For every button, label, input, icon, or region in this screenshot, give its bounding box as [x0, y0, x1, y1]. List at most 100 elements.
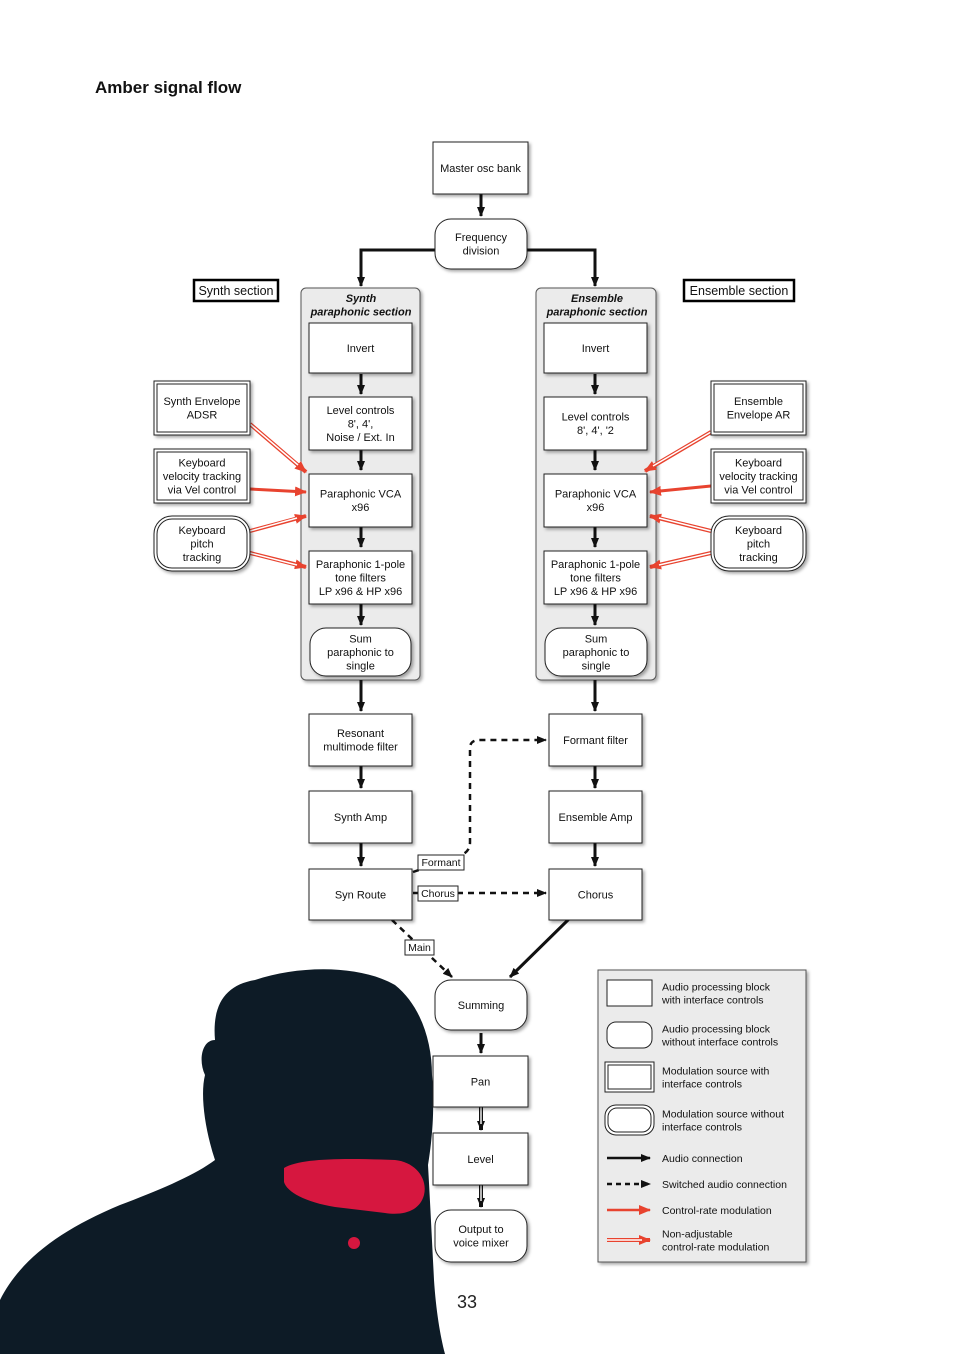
edge-chorus-summing: [508, 917, 571, 979]
legend-text: Control-rate modulation: [662, 1205, 772, 1217]
route-label-chorus: Chorus: [417, 885, 459, 902]
node-ens-sum-line: Sum: [585, 633, 608, 645]
ens-para-title: Ensemble paraphonic section: [546, 293, 648, 318]
ens-para-title-line: paraphonic section: [546, 307, 648, 319]
node-synth-invert: Invert: [308, 322, 413, 374]
node-synth-filter-line: LP x96 & HP x96: [319, 586, 402, 598]
node-summing-line: Summing: [458, 1000, 504, 1012]
node-synth-filter-line: tone filters: [335, 572, 386, 584]
node-synth-level-line: Noise / Ext. In: [326, 432, 394, 444]
node-ens-pitch-line: tracking: [739, 552, 778, 564]
edge-freq-synth: [357, 248, 435, 287]
node-ens-filter-line: Paraphonic 1-pole: [551, 559, 640, 571]
node-ens-filter-line: tone filters: [570, 572, 621, 584]
node-synth-amp: Synth Amp: [308, 790, 413, 844]
node-pan-line: Pan: [471, 1076, 491, 1088]
node-ens-vca-line: Paraphonic VCA: [555, 489, 637, 501]
node-resonant-line: Resonant: [337, 728, 384, 740]
node-synth-vca-line: x96: [352, 502, 370, 514]
node-synth-sum-line: paraphonic to: [327, 647, 394, 659]
node-ens-env-line: Envelope AR: [727, 410, 791, 422]
legend-text: Modulation source with: [662, 1066, 770, 1078]
person-silhouette: [0, 969, 445, 1354]
edge-freq-ensemble: [527, 248, 599, 287]
mod-synth-vel-vca: [249, 486, 307, 497]
page-number: 33: [457, 1292, 478, 1312]
audio-connections: [357, 194, 599, 1208]
modulation-connections: [248, 422, 713, 570]
node-output: Output to voice mixer: [434, 1209, 528, 1263]
node-ens-filter-line: LP x96 & HP x96: [554, 586, 637, 598]
node-ens-level-line: 8', 4', '2: [577, 425, 614, 437]
node-synth-env-line: ADSR: [187, 410, 218, 422]
node-syn-route-line: Syn Route: [335, 889, 386, 901]
node-ens-env-line: Ensemble: [734, 396, 783, 408]
legend-item-control-arrow: Control-rate modulation: [607, 1205, 772, 1217]
node-synth-pitch-line: tracking: [183, 552, 222, 564]
node-master-osc: Master osc bank: [432, 141, 529, 195]
node-formant-line: Formant filter: [563, 735, 628, 747]
ensemble-section-label: Ensemble section: [682, 278, 796, 303]
ens-para-title-line: Ensemble: [571, 293, 623, 305]
mod-ens-vel-vca: [649, 484, 712, 496]
node-freq-div-line: division: [463, 246, 500, 258]
node-synth-env-line: Synth Envelope: [163, 396, 240, 408]
node-ens-pitch-line: Keyboard: [735, 525, 782, 537]
legend-text: Switched audio connection: [662, 1179, 787, 1191]
legend-text: control-rate modulation: [662, 1242, 770, 1254]
ensemble-section-label-line: Ensemble section: [690, 284, 789, 298]
node-pan: Pan: [432, 1055, 529, 1108]
legend-text: with interface controls: [661, 995, 764, 1007]
node-synth-vca-line: Paraphonic VCA: [320, 489, 402, 501]
node-synth-amp-line: Synth Amp: [334, 812, 387, 824]
node-ens-invert: Invert: [543, 322, 648, 374]
edge-route-main: [391, 919, 453, 978]
node-ens-vca-line: x96: [587, 502, 605, 514]
node-syn-route: Syn Route: [308, 868, 413, 921]
node-ens-amp-line: Ensemble Amp: [559, 812, 633, 824]
node-output-line: Output to: [458, 1224, 503, 1236]
node-output-line: voice mixer: [453, 1238, 509, 1250]
legend-text: interface controls: [662, 1122, 742, 1134]
synth-section-label-line: Synth section: [198, 284, 273, 298]
node-ens-vel-line: velocity tracking: [719, 471, 797, 483]
node-ens-pitch-line: pitch: [747, 538, 770, 550]
node-synth-vel-line: velocity tracking: [163, 471, 241, 483]
node-level-line: Level: [467, 1154, 493, 1166]
route-label-formant: Formant: [417, 854, 465, 871]
legend-text: Audio processing block: [662, 1024, 771, 1036]
node-ens-sum-line: paraphonic to: [563, 647, 630, 659]
node-ens-invert-line: Invert: [582, 343, 610, 355]
route-label-chorus-line: Chorus: [421, 888, 455, 900]
node-ens-vel-line: via Vel control: [724, 484, 792, 496]
page-title: Amber signal flow: [95, 78, 242, 97]
node-master-osc-line: Master osc bank: [440, 163, 521, 175]
edge-route-formant: [412, 736, 547, 874]
legend-text: interface controls: [662, 1079, 742, 1091]
legend-text: Audio processing block: [662, 982, 771, 994]
legend-text: Modulation source without: [662, 1109, 784, 1121]
node-synth-vel-line: Keyboard: [178, 457, 225, 469]
node-ens-amp: Ensemble Amp: [548, 790, 643, 844]
legend-item-audio-arrow: Audio connection: [607, 1153, 743, 1165]
node-chorus: Chorus: [548, 868, 643, 921]
node-synth-level-line: 8', 4',: [348, 418, 374, 430]
